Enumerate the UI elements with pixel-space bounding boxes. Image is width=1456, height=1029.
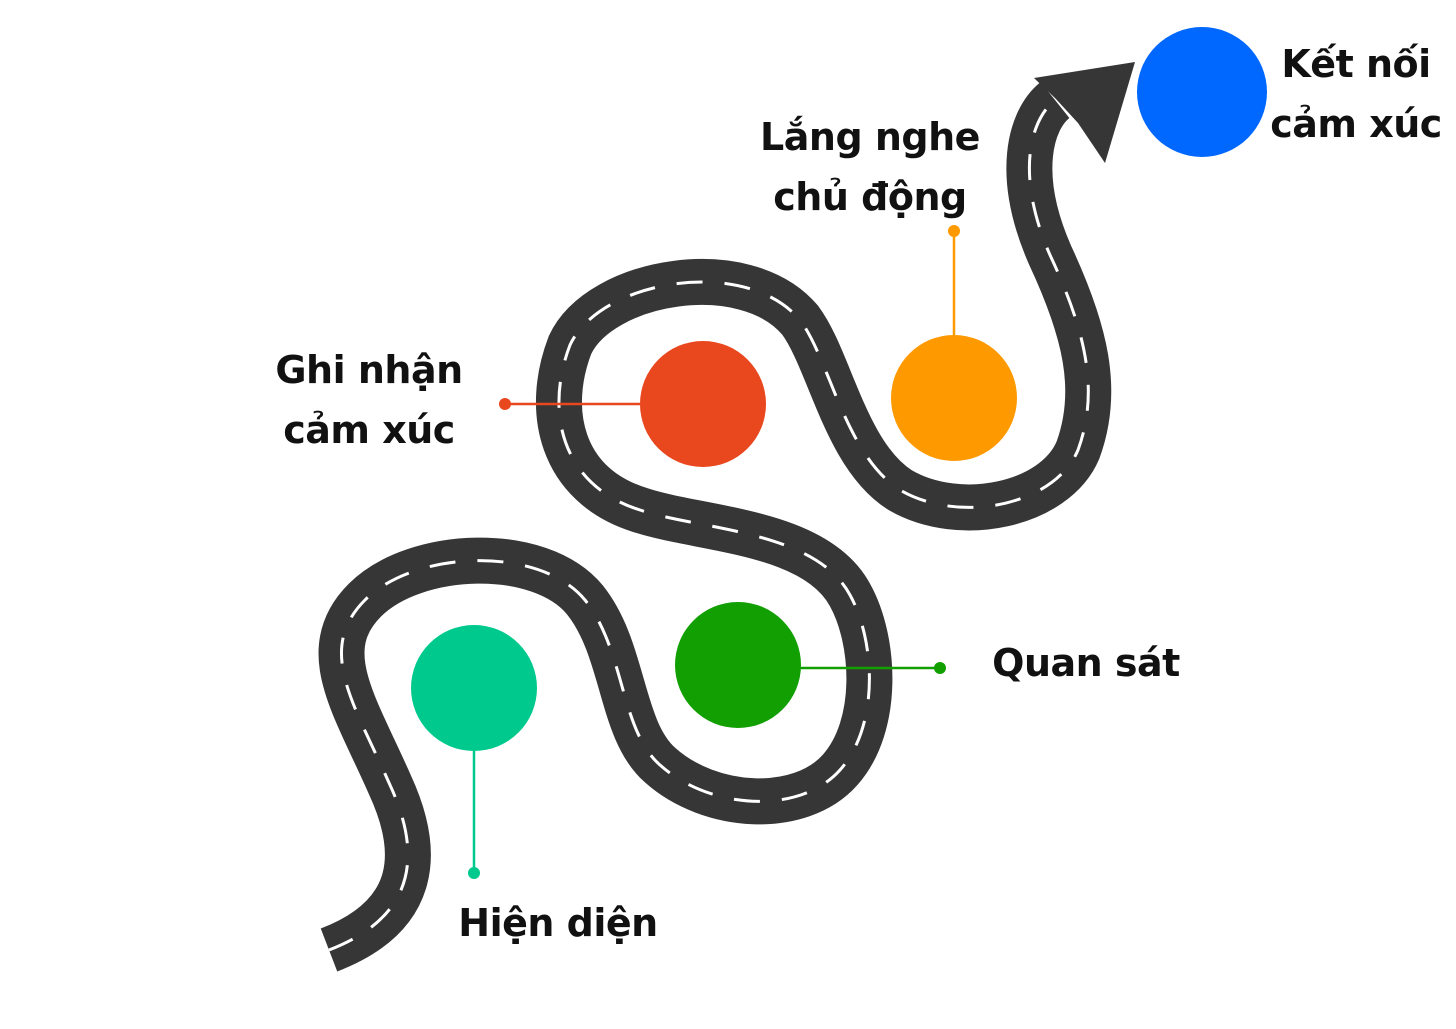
road-surface [318,82,1112,972]
milestone-quan-sat [675,602,801,728]
milestone-hien-dien [411,625,537,751]
label-hien-dien: Hiện diện [458,901,658,945]
label-quan-sat: Quan sát [992,641,1180,685]
winding-road [318,62,1135,972]
connector-dot-lang-nghe [948,225,960,237]
connector-dot-hien-dien [468,867,480,879]
connector-dot-ghi-nhan [499,398,511,410]
label-ghi-nhan: Ghi nhận cảm xúc [275,348,463,452]
connector-dot-quan-sat [934,662,946,674]
road-lane-marking [328,98,1090,952]
label-lang-nghe: Lắng nghe chủ động [760,115,980,219]
milestone-ket-noi [1137,27,1267,157]
milestone-ghi-nhan [640,341,766,467]
connectors [468,225,960,879]
label-ket-noi: Kết nối cảm xúc [1270,42,1442,146]
road-arrow-head [1034,62,1135,163]
milestones [411,27,1267,751]
milestone-lang-nghe [891,335,1017,461]
